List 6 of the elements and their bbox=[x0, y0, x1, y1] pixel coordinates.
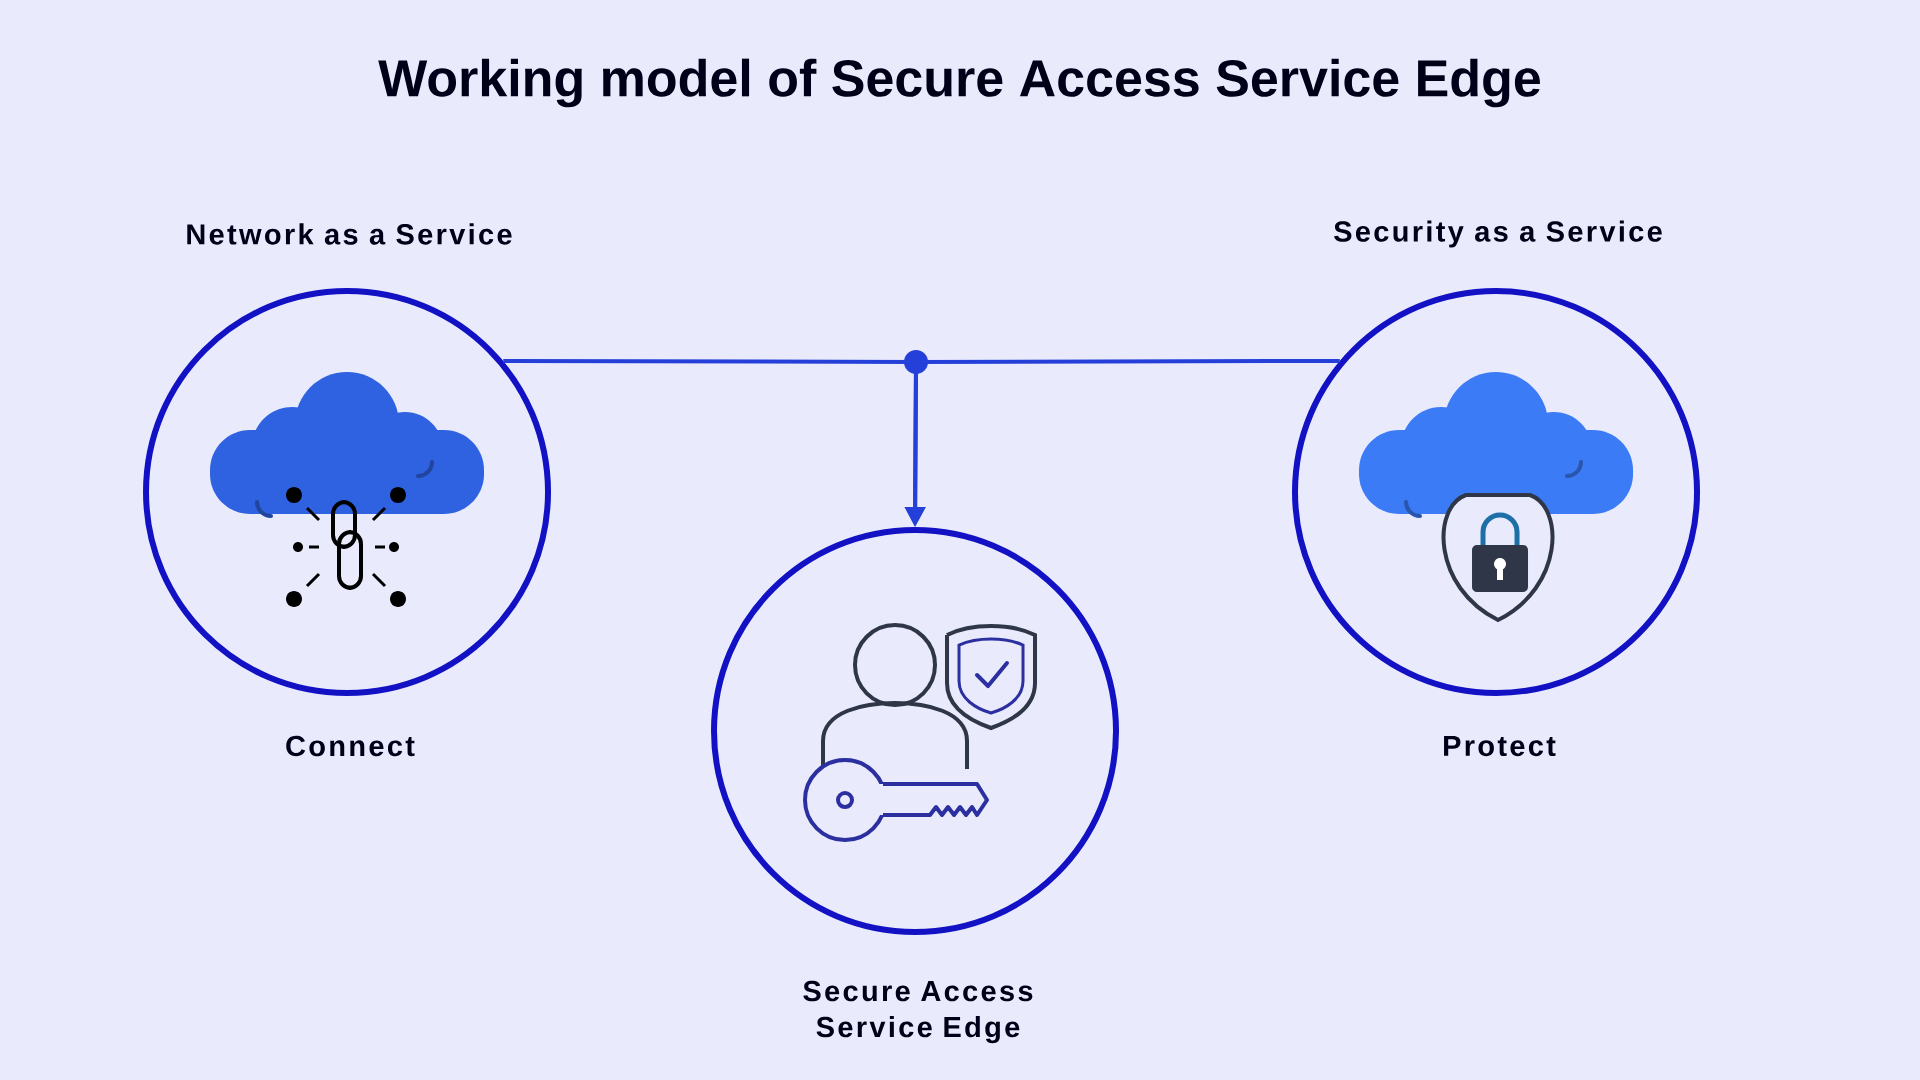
title: Working model of Secure Access Service Edge bbox=[378, 58, 1540, 108]
heading: Network as a Service bbox=[187, 223, 512, 245]
heading: Secure Access Service Edge bbox=[803, 980, 1033, 1044]
node-label: Protect bbox=[1444, 735, 1556, 757]
heading: Security as a Service bbox=[1334, 220, 1662, 248]
node-label: Connect bbox=[286, 735, 415, 757]
